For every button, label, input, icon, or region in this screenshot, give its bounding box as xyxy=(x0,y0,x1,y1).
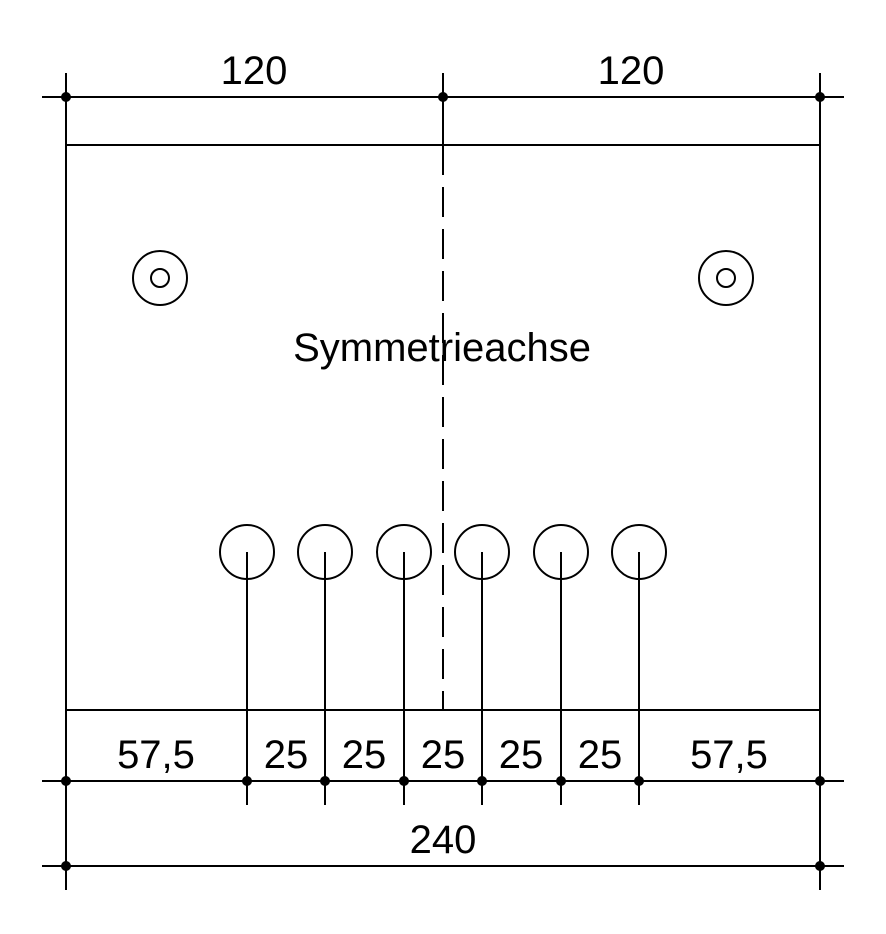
spacing-label-7: 57,5 xyxy=(690,733,768,777)
top-dim-right-label: 120 xyxy=(598,49,665,93)
hole-row xyxy=(219,524,667,805)
spacing-label-1: 57,5 xyxy=(117,733,195,777)
spacing-label-6: 25 xyxy=(578,733,623,777)
spacing-label-2: 25 xyxy=(264,733,309,777)
top-dim-dot-left xyxy=(61,92,71,102)
mounting-hole-right xyxy=(698,250,754,306)
top-dim-dot-center xyxy=(438,92,448,102)
total-dim-label: 240 xyxy=(410,818,477,862)
total-dimension: 240 xyxy=(42,818,844,871)
spacing-dimension: 57,5 25 25 25 25 25 57,5 xyxy=(42,733,844,786)
spacing-label-4: 25 xyxy=(421,733,466,777)
mounting-hole-left xyxy=(132,250,188,306)
spacing-label-3: 25 xyxy=(342,733,387,777)
top-dim-left-label: 120 xyxy=(221,49,288,93)
symmetry-axis-label: Symmetrieachse xyxy=(293,326,591,370)
top-dim-dot-right xyxy=(815,92,825,102)
top-dimension: 120 120 xyxy=(42,49,844,145)
spacing-label-5: 25 xyxy=(499,733,544,777)
